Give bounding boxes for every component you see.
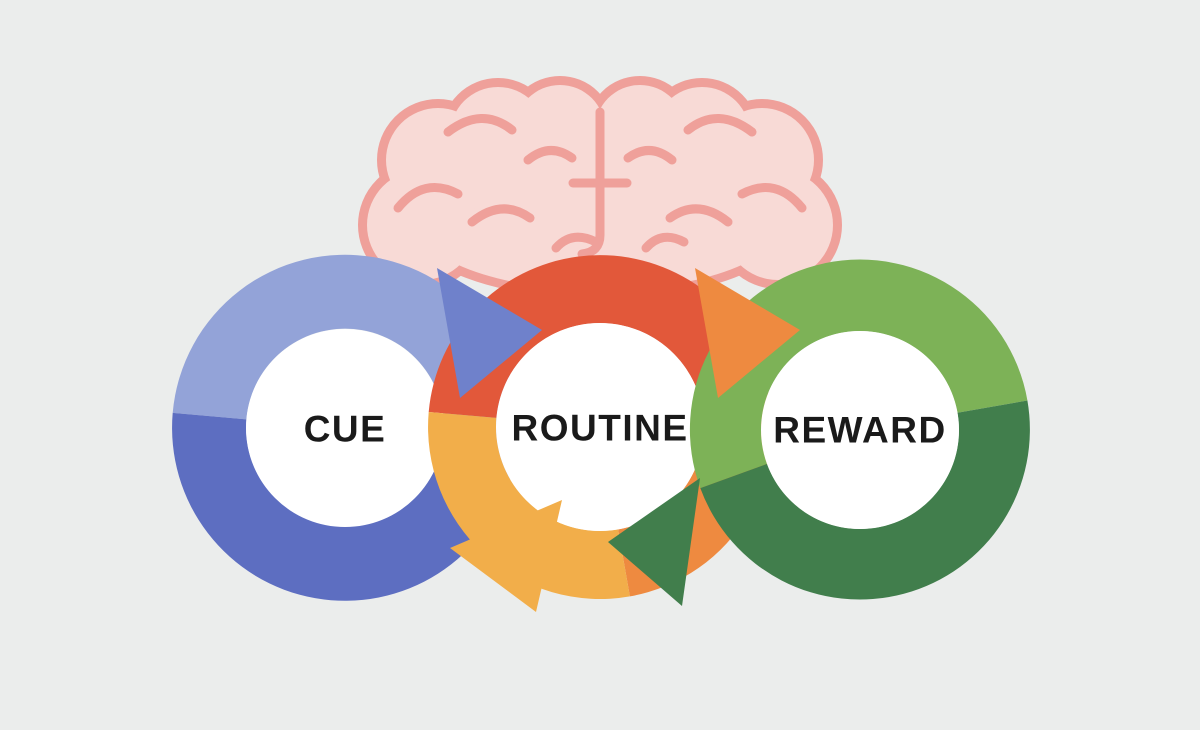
brain-folds [393, 107, 807, 259]
routine-ring-bottom-segment [428, 412, 630, 600]
routine-label: ROUTINE [512, 408, 689, 449]
brain-fold [551, 232, 601, 253]
routine-to-reward-arrow [695, 268, 800, 398]
cue-ring [172, 254, 519, 601]
brain-fold [523, 146, 577, 165]
reward-ring-bottom-segment [700, 400, 1030, 600]
cue-label: CUE [304, 409, 387, 450]
brain-fold [683, 114, 757, 137]
brain-fold [665, 204, 733, 227]
cue-to-routine-arrow [437, 268, 542, 398]
routine-ring-top-segment [428, 255, 762, 418]
reward-label: REWARD [773, 410, 946, 451]
reward-to-routine-arrow [608, 478, 700, 606]
brain-fold [393, 183, 463, 213]
brain-fold [467, 204, 535, 227]
brain-illustration [367, 85, 833, 290]
brain-fold [641, 232, 689, 253]
cue-ring-bottom-segment [172, 412, 513, 601]
brain-midline [577, 107, 605, 259]
brain-fold [623, 146, 677, 165]
brain-fold [737, 183, 807, 213]
routine-to-cue-arrow [450, 500, 562, 612]
brain-fold [443, 114, 517, 137]
cue-inner-circle [246, 329, 444, 527]
reward-inner-circle [761, 331, 959, 529]
cue-ring-top-segment [172, 254, 519, 473]
routine-inner-circle [496, 323, 704, 531]
